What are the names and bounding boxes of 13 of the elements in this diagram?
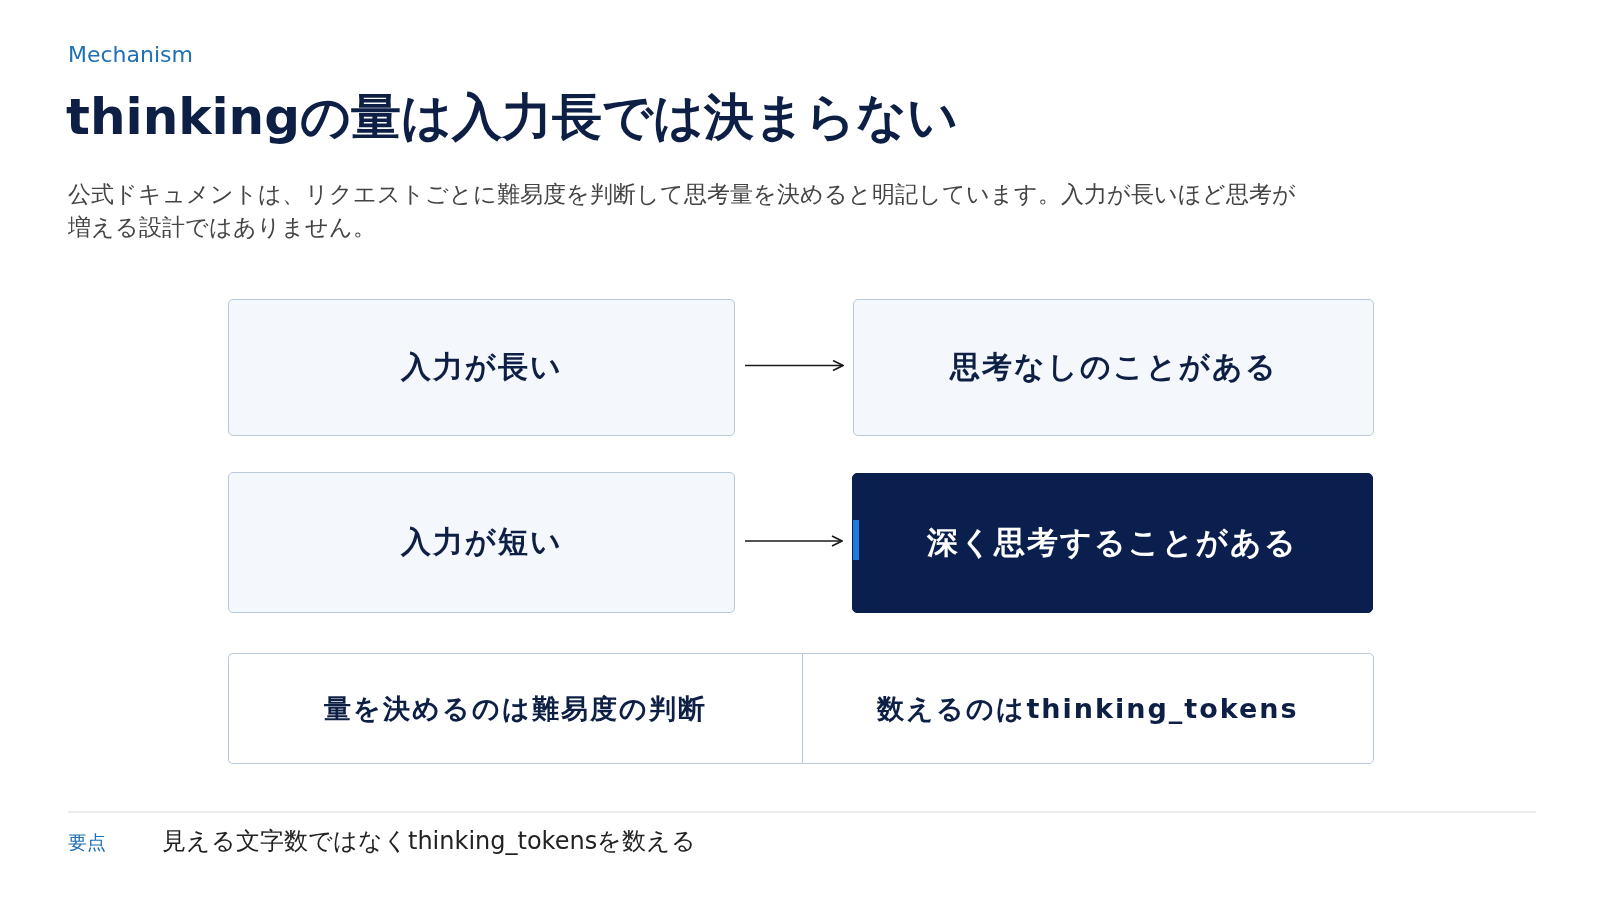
process-box: 思考なしのことがある bbox=[853, 299, 1374, 436]
arrow bbox=[744, 359, 844, 372]
process-box: 入力が長い bbox=[228, 299, 735, 436]
summary-cell: 数えるのはthinking_tokens bbox=[802, 653, 1374, 764]
highlight-box: 深く思考することがある bbox=[852, 473, 1373, 613]
summary-text: 見える文字数ではなくthinking_tokensを数える bbox=[162, 826, 697, 857]
section-label: Mechanism bbox=[68, 42, 193, 67]
summary-label: 要点 bbox=[68, 830, 106, 855]
subtitle: 公式ドキュメントは、リクエストごとに難易度を判断して思考量を決めると明記しています。入力が長いほど思考が増える設計ではありません。 bbox=[68, 180, 1297, 242]
process-box: 入力が短い bbox=[228, 472, 735, 613]
summary-cell: 量を決めるのは難易度の判断 bbox=[228, 653, 802, 764]
arrow bbox=[744, 535, 843, 547]
title: thinkingの量は入力長では決まらない bbox=[66, 87, 958, 148]
